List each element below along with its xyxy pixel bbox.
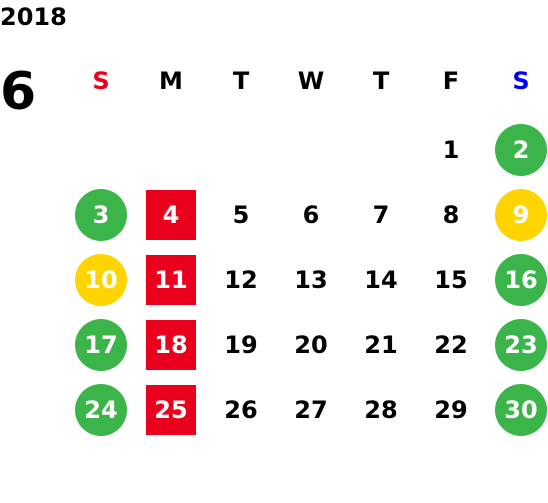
day-cell: 5 — [206, 189, 276, 241]
day-number: 3 — [75, 189, 127, 241]
day-cell: 22 — [416, 319, 486, 371]
day-cell: 27 — [276, 384, 346, 436]
day-cell — [276, 124, 346, 176]
day-number: 29 — [434, 396, 468, 424]
day-number — [145, 124, 197, 176]
day-cell: 18 — [136, 319, 206, 371]
day-cell — [136, 124, 206, 176]
day-cell: 28 — [346, 384, 416, 436]
weekday-wednesday: W — [297, 67, 325, 95]
day-cell: 2 — [486, 124, 548, 176]
day-number: 13 — [294, 266, 328, 294]
day-number: 9 — [495, 189, 547, 241]
day-cell: 11 — [136, 254, 206, 306]
day-cell: 14 — [346, 254, 416, 306]
day-cell — [206, 124, 276, 176]
day-cell: 4 — [136, 189, 206, 241]
month-label: 6 — [0, 62, 37, 122]
day-cell: 12 — [206, 254, 276, 306]
day-number: 14 — [364, 266, 398, 294]
day-number: 19 — [224, 331, 258, 359]
weekday-saturday: S — [512, 67, 530, 95]
day-cell: 25 — [136, 384, 206, 436]
day-cell: 26 — [206, 384, 276, 436]
day-cell: 1 — [416, 124, 486, 176]
weekday-thursday: T — [372, 67, 390, 95]
day-cell: 17 — [66, 319, 136, 371]
day-number: 25 — [146, 385, 196, 435]
day-number — [215, 124, 267, 176]
year-label: 2018 — [0, 3, 67, 31]
day-number: 10 — [75, 254, 127, 306]
day-number: 22 — [434, 331, 468, 359]
day-number — [75, 124, 127, 176]
weekday-sunday: S — [92, 67, 110, 95]
day-number: 6 — [302, 201, 320, 229]
day-cell: 10 — [66, 254, 136, 306]
day-number: 8 — [442, 201, 460, 229]
day-number: 15 — [434, 266, 468, 294]
day-cell: 20 — [276, 319, 346, 371]
day-cell: 24 — [66, 384, 136, 436]
weekday-friday: F — [442, 67, 460, 95]
day-number: 5 — [232, 201, 250, 229]
day-cell: 16 — [486, 254, 548, 306]
day-number — [285, 124, 337, 176]
day-number: 23 — [495, 319, 547, 371]
day-number: 16 — [495, 254, 547, 306]
day-number: 21 — [364, 331, 398, 359]
day-number: 1 — [442, 136, 460, 164]
day-number: 12 — [224, 266, 258, 294]
day-number: 11 — [146, 255, 196, 305]
day-number: 18 — [146, 320, 196, 370]
day-number: 30 — [495, 384, 547, 436]
day-number: 27 — [294, 396, 328, 424]
day-cell: 30 — [486, 384, 548, 436]
weekday-tuesday: T — [232, 67, 250, 95]
day-cell: 15 — [416, 254, 486, 306]
day-number: 26 — [224, 396, 258, 424]
day-cell: 6 — [276, 189, 346, 241]
day-cell: 3 — [66, 189, 136, 241]
weekday-monday: M — [159, 67, 183, 95]
day-cell: 8 — [416, 189, 486, 241]
day-number: 28 — [364, 396, 398, 424]
day-cell: 9 — [486, 189, 548, 241]
day-number: 4 — [146, 190, 196, 240]
day-number: 2 — [495, 124, 547, 176]
day-cell: 19 — [206, 319, 276, 371]
day-number: 7 — [372, 201, 390, 229]
day-cell: 29 — [416, 384, 486, 436]
day-cell: 13 — [276, 254, 346, 306]
day-number — [355, 124, 407, 176]
day-number: 20 — [294, 331, 328, 359]
day-cell — [66, 124, 136, 176]
day-cell — [346, 124, 416, 176]
day-number: 24 — [75, 384, 127, 436]
day-cell: 21 — [346, 319, 416, 371]
day-number: 17 — [75, 319, 127, 371]
day-cell: 7 — [346, 189, 416, 241]
day-cell: 23 — [486, 319, 548, 371]
